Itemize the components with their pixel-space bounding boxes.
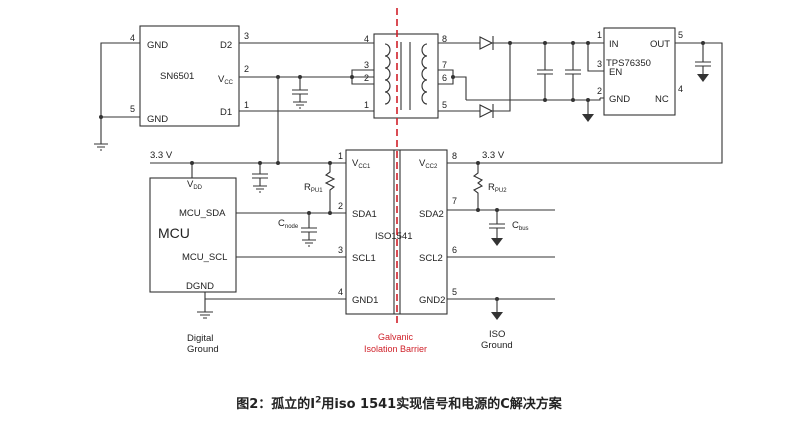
caption-superscript: 2: [315, 395, 322, 406]
barrier-label-1: Galvanic: [378, 332, 414, 342]
isolation-barrier: Galvanic Isolation Barrier: [364, 8, 427, 354]
iso-pin-2: 2: [338, 201, 343, 211]
sn6501-vcc-label: VCC: [218, 74, 234, 86]
iso1541-label: ISO1541: [375, 231, 413, 242]
sn6501-ground-wiring: [94, 42, 140, 151]
tps-pin-4: 4: [678, 84, 683, 94]
iso-scl2-label: SCL2: [419, 253, 443, 264]
left-rail-wiring: 3.3 V RPU1 Cnode Digital Ground: [150, 150, 346, 355]
tps76350-chip: TPS76350 IN EN GND OUT NC 1 3 2 5 4: [597, 27, 683, 116]
digital-ground-label-1: Digital: [187, 333, 213, 344]
mcu-label: MCU: [158, 225, 190, 241]
sn6501-gnd4-label: GND: [147, 40, 168, 51]
tps-out-label: OUT: [650, 39, 670, 50]
iso-pin-6: 6: [452, 245, 457, 255]
sn6501-pin-2: 2: [244, 64, 249, 74]
iso-vcc2-label: VCC2: [419, 158, 438, 170]
transformer: 4 3 2 1 8 7 6 5: [364, 33, 447, 119]
rpu1-label: RPU1: [304, 182, 323, 194]
tps-pin-3: 3: [597, 59, 602, 69]
transformer-pin-5: 5: [442, 100, 447, 110]
digital-ground-label-2: Ground: [187, 344, 219, 355]
sn6501-d2-label: D2: [220, 40, 232, 51]
sn6501-pin-4: 4: [130, 33, 135, 43]
iso-vcc1-label: VCC1: [352, 158, 371, 170]
iso-pin-4: 4: [338, 287, 343, 297]
sn6501-chip: SN6501 GND GND D2 VCC D1 4 5 3 2 1: [130, 25, 249, 127]
circuit-diagram: SN6501 GND GND D2 VCC D1 4 5 3 2 1 4 3 2…: [94, 8, 723, 355]
transformer-pin-2: 2: [364, 73, 369, 83]
iso-sda1-label: SDA1: [352, 209, 377, 220]
transformer-pin-3: 3: [364, 60, 369, 70]
transformer-pin-6: 6: [442, 73, 447, 83]
cbus-label: Cbus: [512, 220, 529, 232]
right-bus-wiring: 3.3 V RPU2 Cbus ISO Ground: [447, 150, 555, 351]
iso-pin-7: 7: [452, 196, 457, 206]
tps-gnd-label: GND: [609, 94, 630, 105]
sn6501-label: SN6501: [160, 71, 194, 82]
iso-scl1-label: SCL1: [352, 253, 376, 264]
tps76350-label: TPS76350: [606, 58, 651, 69]
iso-pin-5: 5: [452, 287, 457, 297]
rpu2-label: RPU2: [488, 182, 507, 194]
barrier-label-2: Isolation Barrier: [364, 344, 427, 354]
right-3v3-label: 3.3 V: [482, 150, 505, 161]
tps-en-label: EN: [609, 67, 622, 78]
tps-output-wiring: [447, 41, 723, 164]
tps-nc-label: NC: [655, 94, 669, 105]
sn6501-d1-label: D1: [220, 107, 232, 118]
figure-caption: 图2：孤立的I2用iso 1541实现信号和电源的C解决方案: [236, 395, 562, 412]
iso-ground-label-2: Ground: [481, 340, 513, 351]
mcu-chip: MCU VDD MCU_SDA MCU_SCL DGND: [149, 177, 237, 293]
mcu-scl-label: MCU_SCL: [182, 252, 227, 263]
secondary-wiring: [438, 36, 601, 122]
iso-gnd1-label: GND1: [352, 295, 378, 306]
transformer-pin-4: 4: [364, 34, 369, 44]
cnode-label: Cnode: [278, 218, 299, 230]
tps-pin-1: 1: [597, 30, 602, 40]
tps-pin-5: 5: [678, 30, 683, 40]
primary-wiring: [239, 42, 374, 163]
iso-ground-label-1: ISO: [489, 329, 505, 340]
tps-pin-2: 2: [597, 86, 602, 96]
iso-pin-3: 3: [338, 245, 343, 255]
mcu-dgnd-label: DGND: [186, 281, 214, 292]
tps-in-label: IN: [609, 39, 619, 50]
sn6501-gnd5-label: GND: [147, 114, 168, 125]
left-3v3-label: 3.3 V: [150, 150, 173, 161]
iso-pin-1: 1: [338, 151, 343, 161]
mcu-sda-label: MCU_SDA: [179, 208, 226, 219]
sn6501-pin-5: 5: [130, 104, 135, 114]
mcu-vdd-label: VDD: [187, 179, 203, 191]
transformer-pin-1: 1: [364, 100, 369, 110]
sn6501-pin-1: 1: [244, 100, 249, 110]
sn6501-pin-3: 3: [244, 31, 249, 41]
iso-pin-8: 8: [452, 151, 457, 161]
iso-sda2-label: SDA2: [419, 209, 444, 220]
transformer-pin-7: 7: [442, 60, 447, 70]
transformer-pin-8: 8: [442, 34, 447, 44]
iso-gnd2-label: GND2: [419, 295, 445, 306]
